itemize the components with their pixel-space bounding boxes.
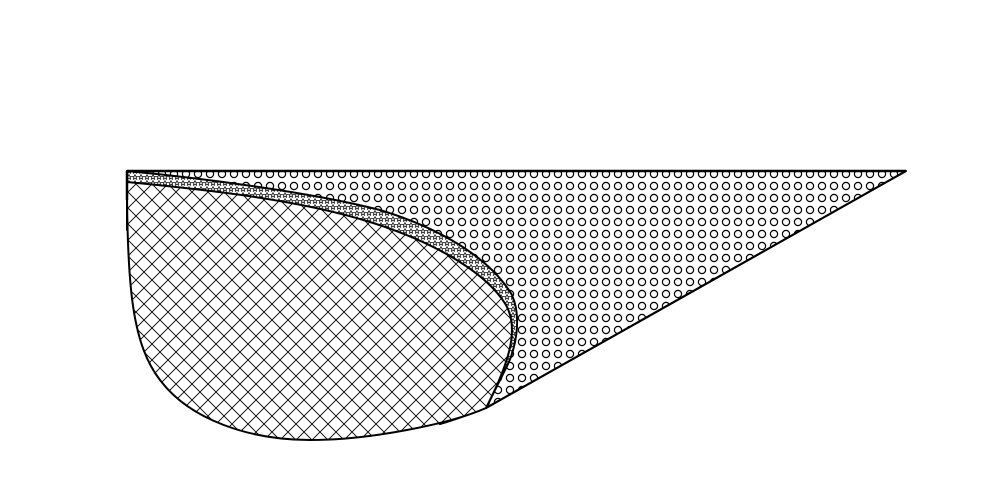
inner-lobe-region [126,181,513,441]
hypotenuse-edge [485,170,907,409]
